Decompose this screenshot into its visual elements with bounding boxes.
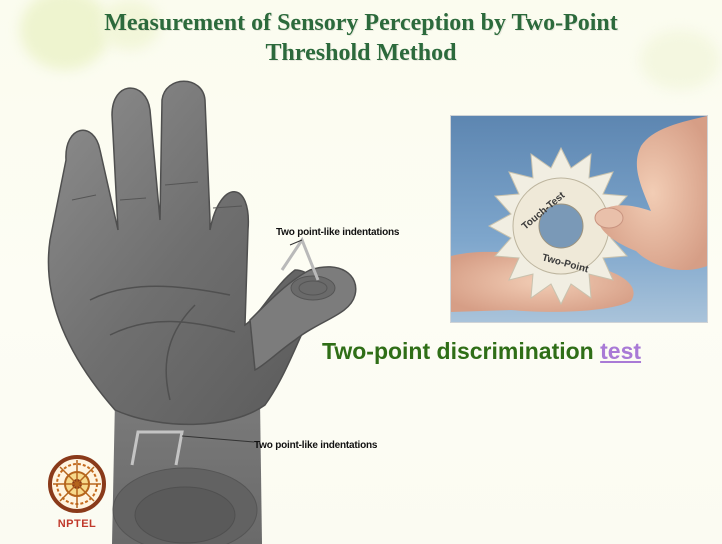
caption-test-link[interactable]: test (600, 338, 641, 364)
photo-illustration: Touch-Test Two-Point (451, 116, 707, 322)
finger-indentation-label: Two point-like indentations (276, 227, 399, 238)
two-point-discriminator-photo: Touch-Test Two-Point (450, 115, 708, 323)
wrist-circle-inner (135, 487, 235, 543)
wrist-indentation-label: Two point-like indentations (254, 440, 377, 451)
nptel-logo-text: NPTEL (46, 518, 108, 530)
caption: Two-point discrimination test (322, 338, 641, 365)
thumb-tip (595, 208, 623, 228)
caption-text: Two-point discrimination (322, 338, 594, 364)
title-line-1: Measurement of Sensory Perception by Two… (0, 8, 722, 38)
thumb-print (291, 276, 335, 300)
palm (48, 81, 320, 424)
title-line-2: Threshold Method (0, 38, 722, 68)
slide-title: Measurement of Sensory Perception by Two… (0, 8, 722, 68)
